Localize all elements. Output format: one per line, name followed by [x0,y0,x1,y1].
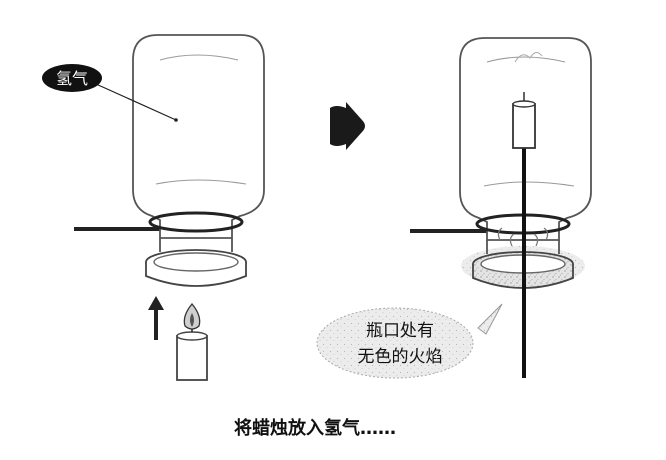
callout-line-1: 瓶口处有 [366,321,434,341]
observation-callout: 瓶口处有 无色的火焰 [316,303,503,379]
up-arrow-icon [148,296,164,340]
callout-line-2: 无色的火焰 [358,347,443,367]
right-panel: 瓶口处有 无色的火焰 [316,37,592,379]
left-panel: 氢气 [42,34,265,381]
transition-arrow-icon [330,102,365,150]
right-candle [512,92,536,149]
candle [176,302,208,381]
gas-label-bubble: 氢气 [42,64,178,122]
left-bottle [132,34,265,287]
caption: 将蜡烛放入氢气…… [234,417,396,439]
gas-label: 氢气 [56,69,88,88]
